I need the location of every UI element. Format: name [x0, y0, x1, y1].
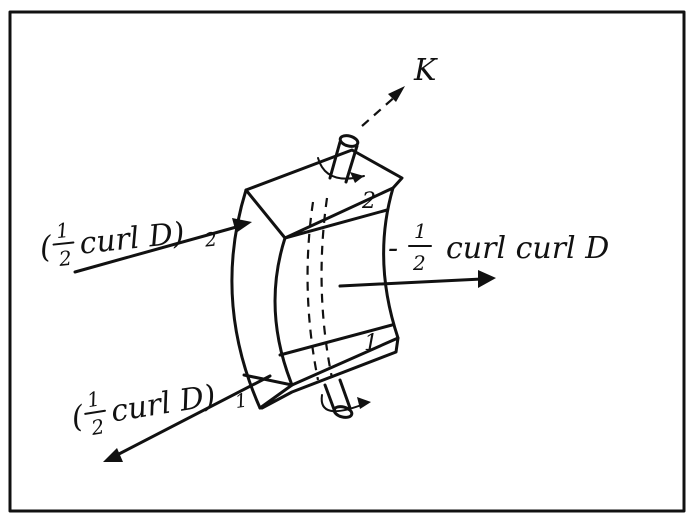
curl2-arrow [73, 218, 252, 274]
top-face [244, 148, 404, 240]
svg-text:2: 2 [57, 246, 73, 271]
curlcurl-label: - 1 2 curl curl D [388, 219, 609, 275]
face-1-label: 1 [364, 331, 378, 356]
k-normal-arrow [361, 86, 405, 127]
band-top [283, 208, 389, 240]
bottom-face [258, 336, 400, 410]
svg-text:-: - [388, 231, 398, 266]
curlcurl-arrow [338, 270, 496, 288]
svg-text:curl D): curl D) [109, 378, 219, 429]
svg-text:1: 1 [414, 219, 427, 243]
svg-text:1: 1 [55, 218, 70, 243]
svg-text:2: 2 [203, 229, 218, 252]
bottom-face-lower [242, 373, 294, 387]
frame-border [8, 10, 686, 513]
axis-dash-2 [320, 197, 334, 379]
svg-text:curl curl D: curl curl D [446, 231, 609, 266]
svg-text:(: ( [69, 399, 87, 436]
top-axis-cylinder [317, 134, 365, 184]
svg-text:2: 2 [412, 251, 426, 275]
svg-text:curl D): curl D) [78, 216, 186, 262]
face-2-label: 2 [361, 189, 376, 214]
curl1-label: ( 1 2 curl D) 1 [69, 378, 249, 440]
svg-text:2: 2 [89, 414, 106, 440]
curved-block [230, 148, 404, 410]
curl1-arrow [103, 374, 272, 462]
block-inner-edge [273, 236, 294, 387]
bottom-axis-cylinder [320, 378, 371, 419]
svg-text:(: ( [38, 230, 55, 266]
curl2-label: ( 1 2 curl D) 2 [38, 216, 218, 271]
block-right-edge [382, 186, 400, 340]
axis-dash-1 [306, 201, 320, 381]
svg-text:1: 1 [85, 387, 101, 413]
band-bottom [278, 323, 394, 357]
block-left-edge [230, 188, 262, 410]
k-label: K [413, 53, 438, 88]
svg-text:1: 1 [234, 389, 249, 413]
